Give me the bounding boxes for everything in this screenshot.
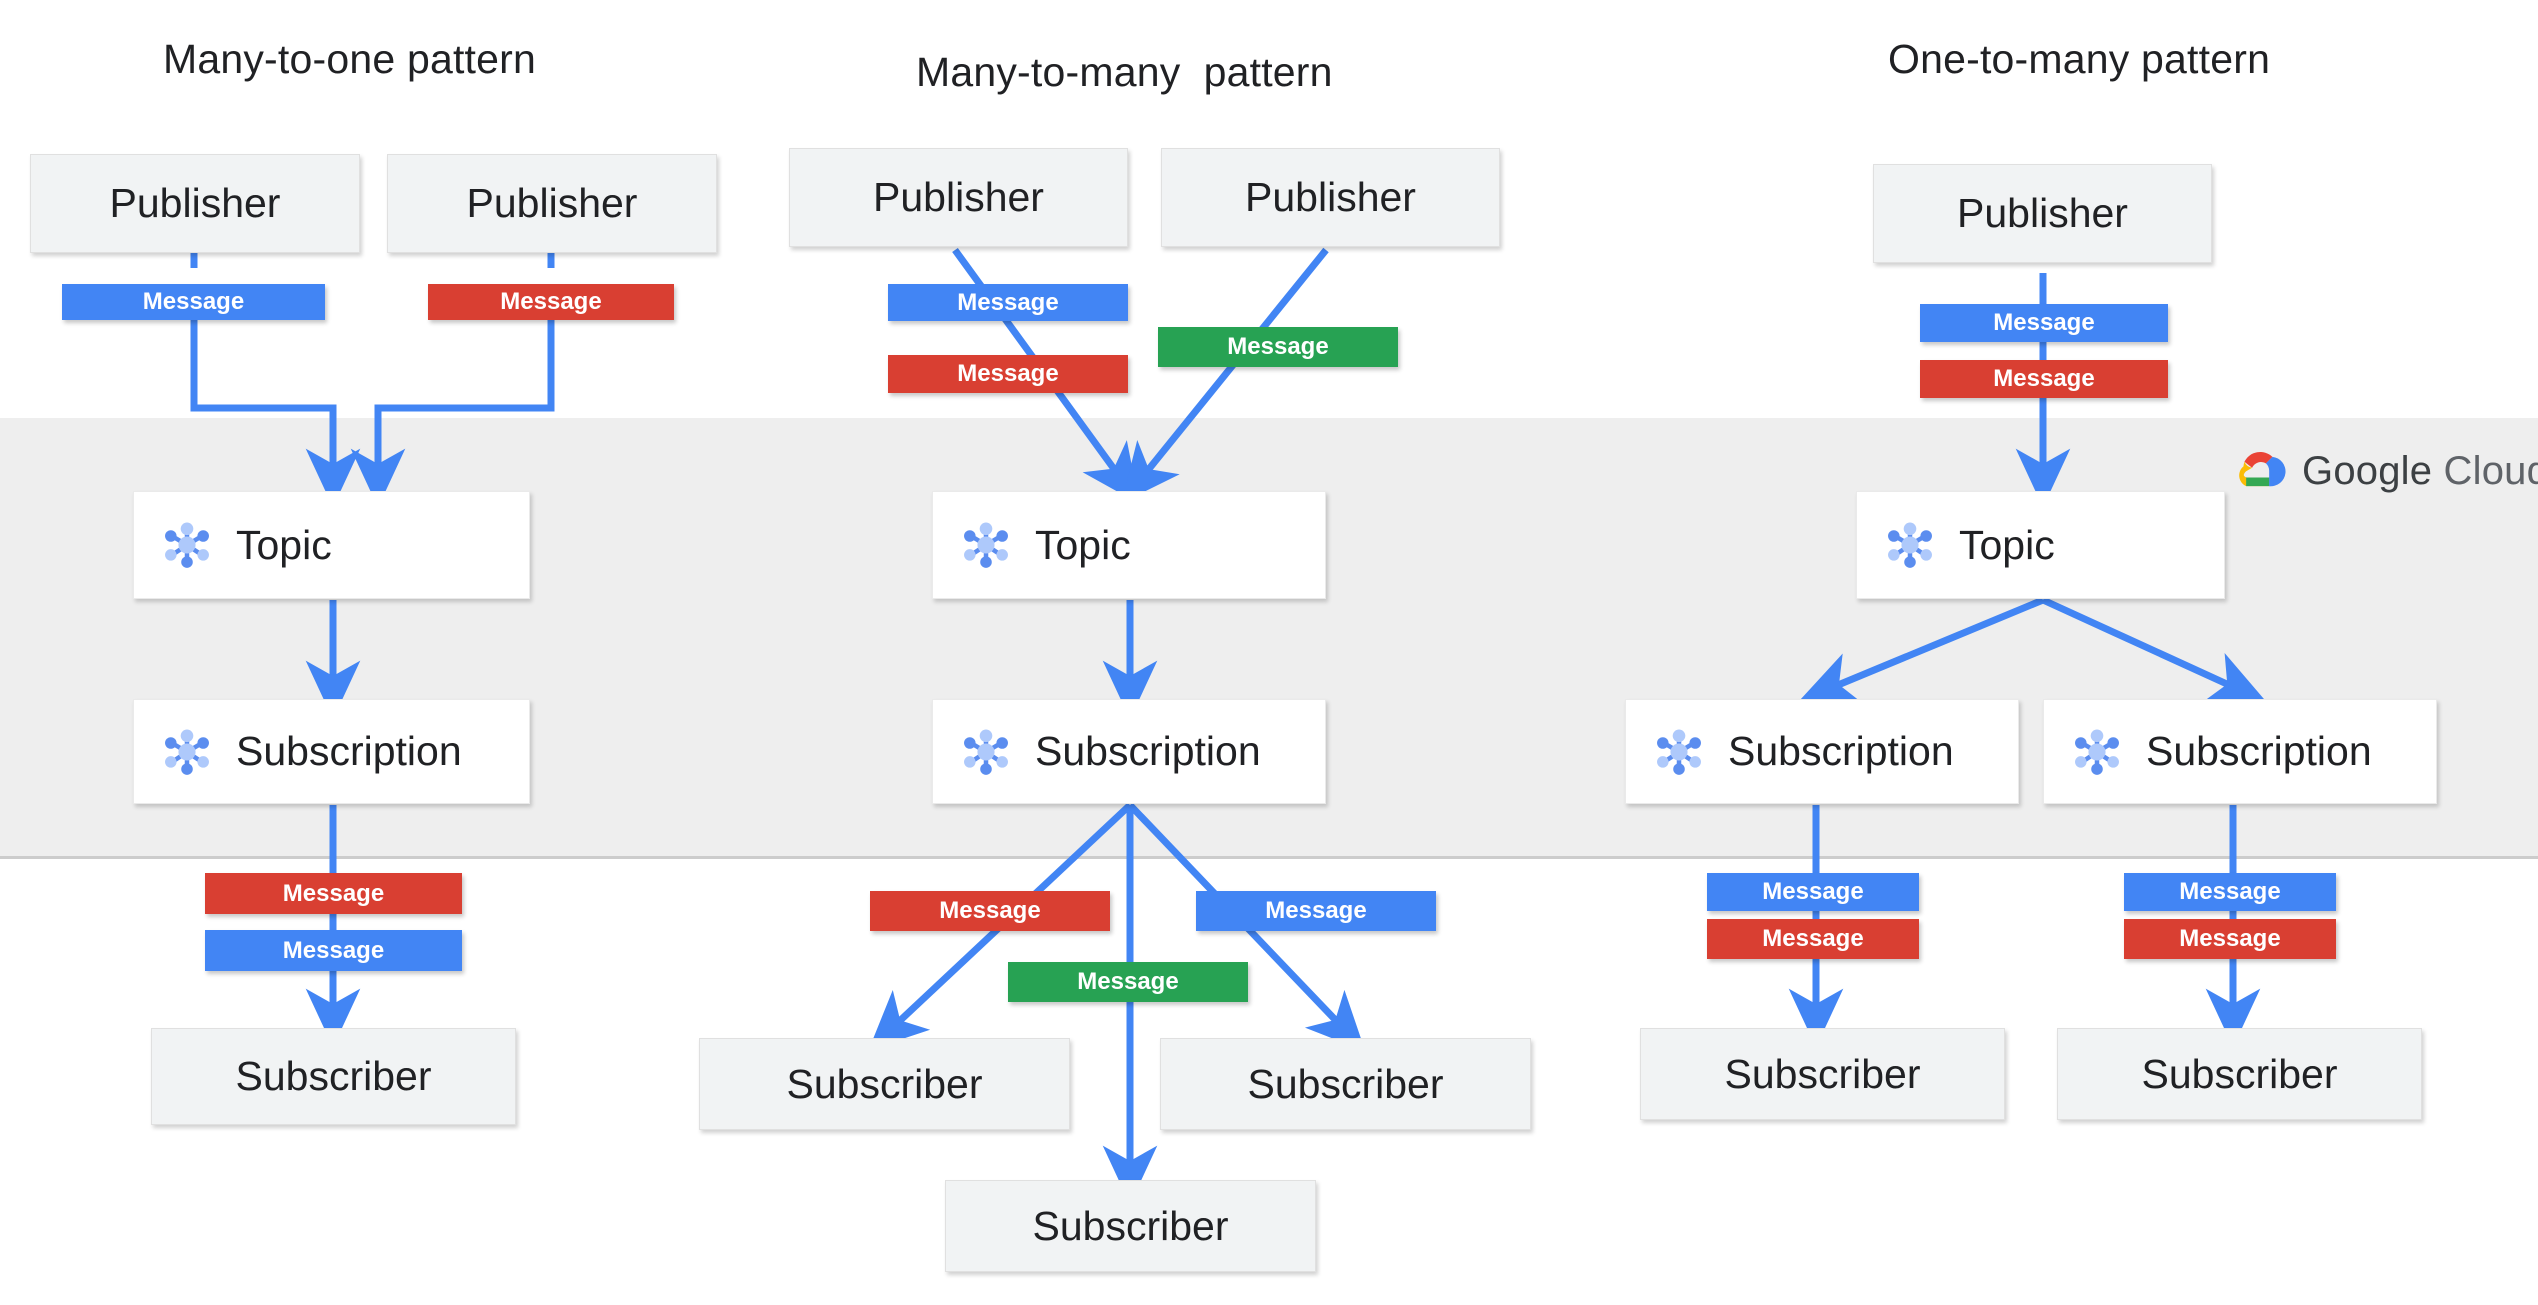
brand-cloud: Cloud (2443, 448, 2538, 493)
publisher-node[interactable]: Publisher (1161, 148, 1500, 247)
publisher-node[interactable]: Publisher (30, 154, 360, 253)
message-badge[interactable]: Message (888, 355, 1128, 393)
subscriber-label: Subscriber (1247, 1060, 1444, 1107)
google-cloud-branding: Google Cloud (2232, 448, 2538, 494)
topic-node[interactable]: Topic (1856, 491, 2225, 599)
subscriber-label: Subscriber (2141, 1050, 2338, 1097)
title-many-to-one: Many-to-one pattern (163, 36, 537, 82)
subscription-node[interactable]: Subscription (1625, 699, 2019, 804)
topic-label: Topic (236, 521, 332, 568)
message-label: Message (1993, 309, 2095, 336)
message-label: Message (1762, 878, 1864, 905)
message-badge[interactable]: Message (1920, 304, 2168, 342)
brand-google: Google (2302, 448, 2433, 493)
message-badge[interactable]: Message (1920, 360, 2168, 398)
title-one-to-many: One-to-many pattern (1888, 36, 2271, 82)
pubsub-subscription-icon (165, 729, 209, 775)
publisher-label: Publisher (1245, 174, 1416, 220)
topic-node[interactable]: Topic (133, 491, 530, 599)
pubsub-topic-icon (165, 522, 209, 568)
message-label: Message (1227, 333, 1329, 360)
pubsub-topic-icon (1888, 522, 1932, 568)
subscriber-node[interactable]: Subscriber (699, 1038, 1070, 1130)
message-badge[interactable]: Message (2124, 919, 2336, 959)
subscriber-label: Subscriber (235, 1053, 432, 1099)
message-label: Message (500, 288, 602, 315)
pubsub-subscription-icon (2075, 729, 2119, 775)
message-badge[interactable]: Message (205, 930, 462, 971)
subscription-node[interactable]: Subscription (932, 699, 1326, 804)
message-label: Message (282, 936, 385, 964)
subscriber-label: Subscriber (1724, 1050, 1921, 1097)
message-label: Message (1762, 925, 1864, 952)
subscriber-label: Subscriber (786, 1060, 983, 1107)
message-label: Message (1265, 897, 1367, 924)
message-badge[interactable]: Message (1707, 873, 1919, 911)
message-label: Message (1993, 365, 2095, 392)
pubsub-subscription-icon (964, 729, 1008, 775)
subscription-node[interactable]: Subscription (2043, 699, 2437, 804)
subscription-label: Subscription (1728, 728, 1954, 774)
publisher-node[interactable]: Publisher (789, 148, 1128, 247)
subscriber-node[interactable]: Subscriber (151, 1028, 516, 1125)
topic-label: Topic (1035, 521, 1131, 568)
publisher-label: Publisher (873, 174, 1044, 220)
publisher-label: Publisher (109, 180, 281, 226)
message-badge[interactable]: Message (870, 891, 1110, 931)
message-badge[interactable]: Message (62, 284, 325, 320)
topic-label: Topic (1959, 521, 2055, 568)
message-label: Message (2179, 925, 2281, 952)
subscription-node[interactable]: Subscription (133, 699, 530, 804)
message-badge[interactable]: Message (1196, 891, 1436, 931)
message-badge[interactable]: Message (1707, 919, 1919, 959)
title-many-to-many: Many-to-many pattern (916, 49, 1333, 95)
subscription-label: Subscription (2146, 728, 2372, 774)
message-badge[interactable]: Message (205, 873, 462, 914)
subscriber-node[interactable]: Subscriber (945, 1180, 1316, 1272)
message-label: Message (939, 897, 1041, 924)
message-badge[interactable]: Message (1158, 327, 1398, 367)
subscriber-node[interactable]: Subscriber (2057, 1028, 2422, 1120)
subscription-label: Subscription (236, 728, 462, 774)
subscriber-node[interactable]: Subscriber (1640, 1028, 2005, 1120)
google-cloud-logo-icon (2239, 451, 2286, 487)
pubsub-topic-icon (964, 522, 1008, 568)
message-badge[interactable]: Message (428, 284, 674, 320)
message-label: Message (957, 360, 1059, 387)
message-label: Message (282, 879, 385, 907)
message-label: Message (1077, 968, 1179, 995)
message-label: Message (142, 288, 245, 315)
subscriber-label: Subscriber (1032, 1202, 1229, 1249)
subscription-label: Subscription (1035, 728, 1261, 774)
subscriber-node[interactable]: Subscriber (1160, 1038, 1531, 1130)
message-label: Message (2179, 878, 2281, 905)
topic-node[interactable]: Topic (932, 491, 1326, 599)
publisher-label: Publisher (1957, 190, 2128, 236)
pubsub-subscription-icon (1657, 729, 1701, 775)
message-badge[interactable]: Message (888, 284, 1128, 321)
publisher-node[interactable]: Publisher (387, 154, 717, 253)
message-badge[interactable]: Message (1008, 962, 1248, 1002)
publisher-label: Publisher (466, 180, 638, 226)
google-cloud-wordmark: Google Cloud (2302, 449, 2538, 494)
message-badge[interactable]: Message (2124, 873, 2336, 911)
publisher-node[interactable]: Publisher (1873, 164, 2212, 263)
message-label: Message (957, 288, 1059, 316)
